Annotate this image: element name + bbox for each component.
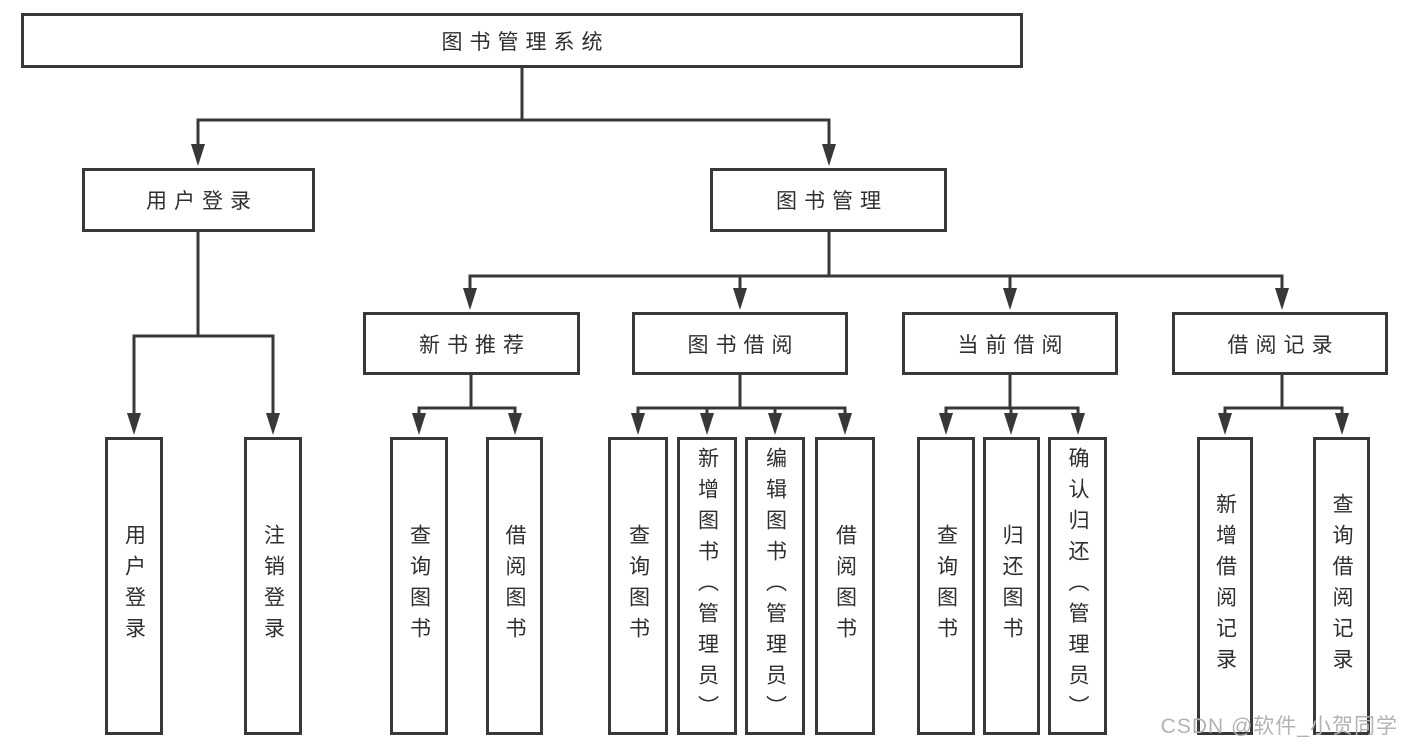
node-label: 查询图书 [626, 524, 650, 648]
node-label: 编辑图书（管理员） [763, 446, 787, 726]
leaf-query-books-2: 查询图书 [608, 437, 668, 735]
node-label: 新增图书（管理员） [695, 446, 719, 726]
node-label: 注销登录 [261, 524, 285, 648]
leaf-confirm-return-admin: 确认归还（管理员） [1048, 437, 1107, 735]
node-label: 借阅图书 [503, 524, 526, 648]
node-label: 用户登录 [122, 524, 146, 648]
node-root-library-system: 图书管理系统 [21, 13, 1023, 68]
node-label: 查询借阅记录 [1330, 493, 1353, 679]
leaf-query-borrow-record: 查询借阅记录 [1313, 437, 1370, 735]
leaf-borrow-books-2: 借阅图书 [815, 437, 875, 735]
node-current-borrow: 当前借阅 [902, 312, 1118, 375]
node-label: 图书管理 [776, 190, 888, 213]
node-label: 新增借阅记录 [1213, 493, 1237, 679]
node-label: 新书推荐 [419, 333, 531, 357]
node-label: 借阅图书 [833, 524, 857, 648]
node-label: 图书借阅 [687, 333, 800, 357]
leaf-query-books-3: 查询图书 [917, 437, 975, 735]
leaf-user-login: 用户登录 [105, 437, 163, 735]
node-label: 借阅记录 [1227, 333, 1340, 357]
node-label: 图书管理系统 [441, 30, 610, 54]
node-label: 确认归还（管理员） [1066, 446, 1089, 726]
leaf-return-books: 归还图书 [983, 437, 1040, 735]
leaf-add-books-admin: 新增图书（管理员） [677, 437, 737, 735]
node-new-book-recommend: 新书推荐 [363, 312, 580, 375]
leaf-logout: 注销登录 [244, 437, 302, 735]
node-label: 查询图书 [934, 524, 958, 648]
node-user-login: 用户登录 [82, 168, 315, 232]
watermark: CSDN @软件_小贺同学 [1160, 715, 1398, 738]
node-borrow-records: 借阅记录 [1172, 312, 1388, 375]
node-label: 归还图书 [1000, 524, 1023, 648]
node-label: 用户登录 [146, 190, 258, 213]
leaf-borrow-books-1: 借阅图书 [486, 437, 543, 735]
leaf-edit-books-admin: 编辑图书（管理员） [745, 437, 805, 735]
leaf-add-borrow-record: 新增借阅记录 [1197, 437, 1253, 735]
node-label: 当前借阅 [957, 333, 1070, 357]
node-book-management: 图书管理 [710, 168, 947, 232]
leaf-query-books-1: 查询图书 [390, 437, 448, 735]
node-book-borrow: 图书借阅 [632, 312, 848, 375]
node-label: 查询图书 [407, 524, 431, 648]
